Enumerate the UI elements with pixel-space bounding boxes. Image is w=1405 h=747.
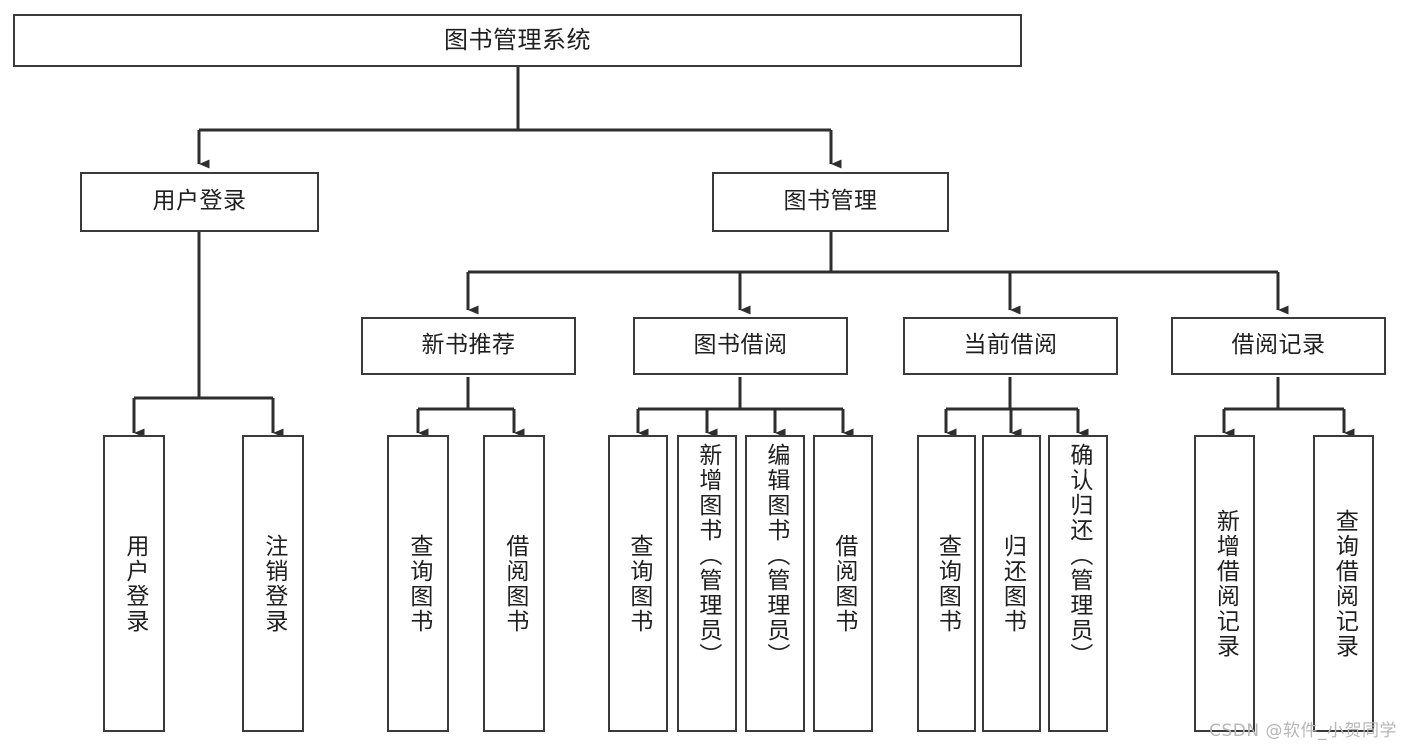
node-label: 归还图书 xyxy=(999,533,1026,634)
node-root-system[interactable]: 图书管理系统 xyxy=(13,14,1022,67)
node-label: 查询图书 xyxy=(625,533,652,634)
node-label: 查询图书 xyxy=(405,533,432,634)
node-label: 借阅图书 xyxy=(830,533,857,634)
leaf-query-borrow-record[interactable]: 查询借阅记录 xyxy=(1313,435,1374,732)
leaf-confirm-return-admin[interactable]: 确认归还（管理员） xyxy=(1048,435,1108,732)
leaf-query-book-borrow[interactable]: 查询图书 xyxy=(608,435,668,732)
node-new-book-recommend[interactable]: 新书推荐 xyxy=(361,317,576,375)
node-label: 新增借阅记录 xyxy=(1212,508,1239,659)
leaf-logout[interactable]: 注销登录 xyxy=(242,435,304,732)
node-label: 用户登录 xyxy=(152,188,247,215)
leaf-add-borrow-record[interactable]: 新增借阅记录 xyxy=(1194,435,1255,732)
leaf-add-book-admin[interactable]: 新增图书（管理员） xyxy=(677,435,737,732)
node-label: 编辑图书（管理员） xyxy=(762,443,789,668)
leaf-borrow-book[interactable]: 借阅图书 xyxy=(813,435,873,732)
node-label: 查询图书 xyxy=(934,533,961,634)
node-user-login[interactable]: 用户登录 xyxy=(80,172,319,232)
node-label: 图书管理系统 xyxy=(444,26,591,55)
leaf-query-book-current[interactable]: 查询图书 xyxy=(917,435,976,732)
node-label: 借阅图书 xyxy=(501,533,528,634)
node-label: 查询借阅记录 xyxy=(1331,508,1358,659)
node-label: 借阅记录 xyxy=(1231,332,1326,359)
node-label: 当前借阅 xyxy=(963,332,1058,359)
leaf-query-book-recommend[interactable]: 查询图书 xyxy=(387,435,449,732)
leaf-return-book[interactable]: 归还图书 xyxy=(982,435,1041,732)
node-label: 新书推荐 xyxy=(421,332,516,359)
node-label: 注销登录 xyxy=(260,533,287,634)
leaf-user-login[interactable]: 用户登录 xyxy=(103,435,165,732)
watermark-text: CSDN @软件_小贺同学 xyxy=(1209,721,1397,741)
node-label: 图书管理 xyxy=(783,188,878,215)
leaf-borrow-book-recommend[interactable]: 借阅图书 xyxy=(483,435,545,732)
node-current-borrow[interactable]: 当前借阅 xyxy=(903,317,1118,375)
node-borrow-record[interactable]: 借阅记录 xyxy=(1171,317,1386,375)
node-label: 图书借阅 xyxy=(693,332,788,359)
node-label: 用户登录 xyxy=(121,533,148,634)
node-book-management[interactable]: 图书管理 xyxy=(712,172,949,232)
node-label: 新增图书（管理员） xyxy=(694,443,721,668)
node-label: 确认归还（管理员） xyxy=(1065,443,1092,668)
node-book-borrow[interactable]: 图书借阅 xyxy=(633,317,848,375)
leaf-edit-book-admin[interactable]: 编辑图书（管理员） xyxy=(745,435,805,732)
